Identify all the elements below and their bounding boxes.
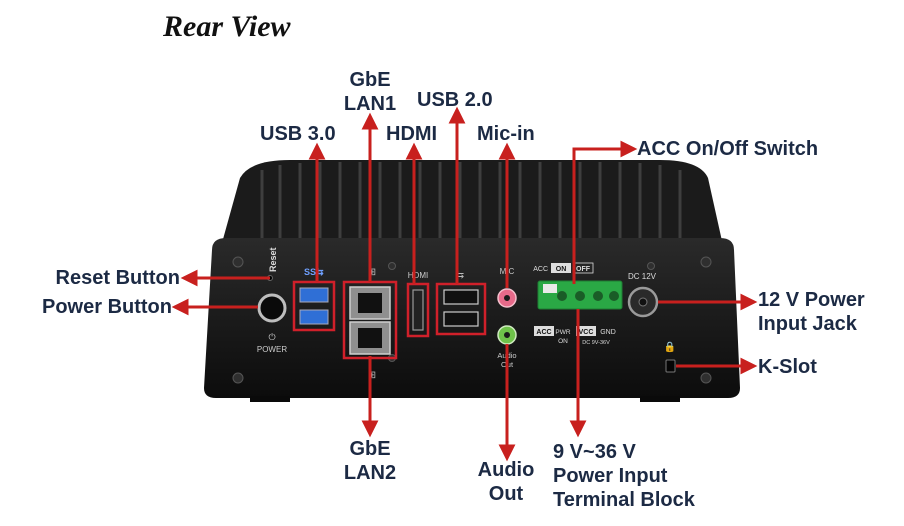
- usb2-port-bottom[interactable]: [443, 311, 479, 327]
- chassis-foot-left: [250, 396, 290, 402]
- terminal-label-on: ON: [558, 338, 568, 345]
- heatsink-fins: [220, 160, 724, 250]
- lock-icon: 🔒: [664, 341, 676, 353]
- power-button[interactable]: [257, 293, 287, 323]
- callout-terminal-block: 9 V~36 V Power Input Terminal Block: [553, 441, 695, 511]
- lan2-led-icon: ⊞: [368, 370, 376, 381]
- dc-power-jack-pin: [638, 297, 648, 307]
- callout-reset-button: Reset Button: [55, 267, 180, 289]
- power-panel-label: POWER: [257, 345, 287, 354]
- acc-off-label: OFF: [576, 266, 591, 273]
- terminal-label-acc-box: [534, 326, 554, 336]
- callout-k-slot: K-Slot: [758, 356, 817, 378]
- acc-on-badge: [551, 263, 571, 273]
- k-slot[interactable]: [665, 359, 676, 373]
- hdmi-port[interactable]: [412, 289, 424, 331]
- panel-screws: [232, 256, 712, 384]
- usb3-logo-label: SS⇆: [304, 267, 324, 277]
- dc-panel-label: DC 12V: [628, 272, 657, 281]
- chassis-foot-right: [640, 396, 680, 402]
- usb2-port-top[interactable]: [443, 289, 479, 305]
- acc-switch[interactable]: [543, 284, 557, 293]
- terminal-label-vcc-box: [576, 326, 596, 336]
- audio-out-jack-hole: [504, 332, 510, 338]
- usb2-logo-icon: ⇆: [456, 270, 464, 281]
- terminal-label-gnd: GND: [600, 329, 616, 336]
- callout-arrows: [171, 106, 758, 462]
- lan1-port[interactable]: [349, 286, 391, 320]
- callout-usb3: USB 3.0: [260, 123, 336, 145]
- lan1-led-icon: ⊞: [368, 267, 376, 278]
- lan2-port-opening: [358, 328, 382, 348]
- lan1-port-opening: [358, 293, 382, 313]
- callout-power-input-jack: 12 V Power Input Jack: [758, 289, 865, 335]
- page-title: Rear View: [163, 10, 291, 43]
- acc-panel-label: ACC: [533, 266, 548, 273]
- usb3-port-top[interactable]: [299, 287, 329, 303]
- callout-hdmi: HDMI: [386, 123, 438, 145]
- hdmi-highlight-box: [406, 282, 430, 338]
- reset-panel-label: Reset: [268, 247, 278, 272]
- terminal-label-vcc: VCC: [579, 329, 594, 336]
- terminal-label-pwr: PWR: [555, 329, 570, 336]
- callout-acc-switch: ACC On/Off Switch: [637, 138, 819, 160]
- usb3-highlight-box: [292, 280, 336, 332]
- callout-mic-in: Mic-in: [477, 123, 535, 145]
- callout-power-button: Power Button: [42, 296, 172, 318]
- callout-gbe-lan2: GbE LAN2: [343, 438, 397, 484]
- callout-gbe-lan1: GbE LAN1: [343, 69, 397, 115]
- callout-usb2: USB 2.0: [417, 89, 493, 111]
- mic-in-jack-hole: [504, 295, 510, 301]
- callout-audio-out: Audio Out: [477, 459, 535, 505]
- usb2-highlight-box: [435, 282, 487, 336]
- hdmi-panel-label: HDMI: [408, 271, 428, 280]
- terminal-label-range: DC 9V-36V: [582, 340, 610, 346]
- power-symbol-icon: ⏻: [268, 332, 275, 342]
- heatsink-fin-lines: [260, 162, 682, 250]
- terminal-screws: [557, 291, 619, 301]
- usb3-port-bottom[interactable]: [299, 309, 329, 325]
- terminal-label-acc: ACC: [536, 329, 551, 336]
- acc-on-label: ON: [556, 266, 567, 273]
